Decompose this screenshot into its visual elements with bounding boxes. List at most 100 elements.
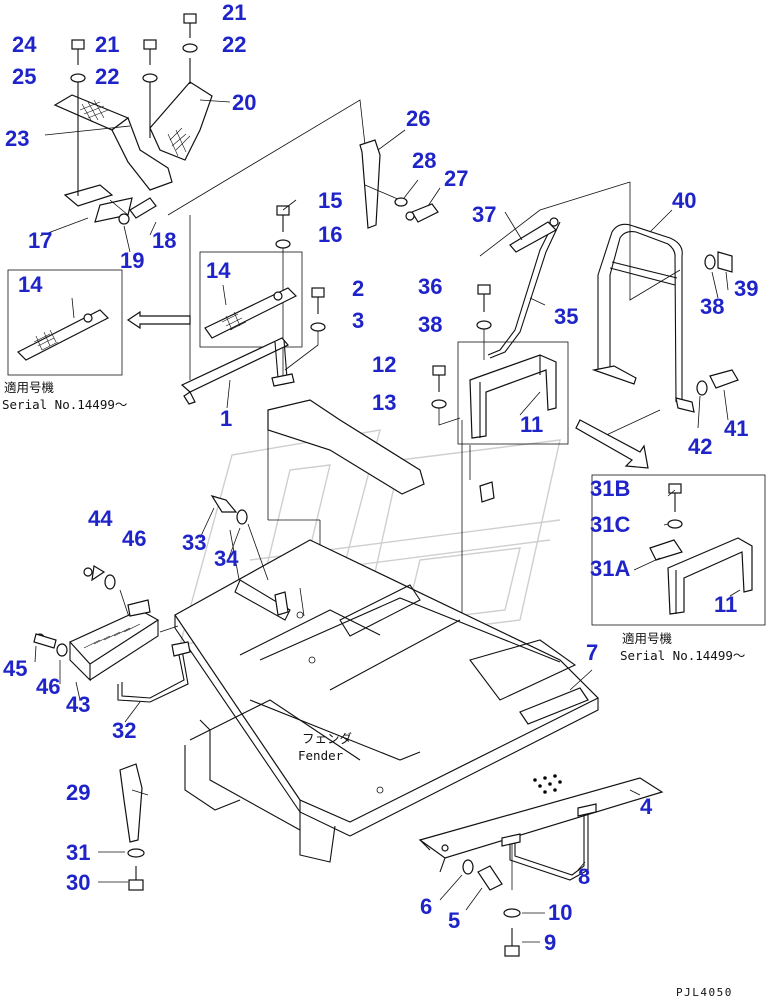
bolt-9 [504, 928, 520, 957]
callout-31: 31 [66, 840, 90, 865]
callout-7: 7 [586, 640, 598, 665]
callout-11a: 11 [520, 412, 543, 437]
callout-21a: 21 [222, 0, 246, 25]
callout-38b: 38 [700, 294, 724, 319]
callout-39: 39 [734, 276, 758, 301]
callout-19: 19 [120, 248, 144, 273]
callout-14a: 14 [18, 272, 43, 297]
callout-31A: 31A [590, 556, 630, 581]
arrow-left [126, 310, 191, 330]
callout-28: 28 [412, 148, 436, 173]
callout-42: 42 [688, 434, 712, 459]
callout-6: 6 [420, 894, 432, 919]
applicable-note-right: 適用号機 [622, 631, 673, 646]
step-32 [117, 641, 191, 703]
guard-11-upper [457, 341, 569, 445]
callout-22a: 22 [222, 32, 246, 57]
callout-46b: 46 [36, 674, 60, 699]
callout-10: 10 [548, 900, 572, 925]
callout-26: 26 [406, 106, 430, 131]
callout-29: 29 [66, 780, 90, 805]
bolt-12 [432, 365, 446, 392]
applicable-note-left: 適用号機 [4, 380, 55, 395]
callout-24: 24 [12, 32, 37, 57]
washer-22b [142, 73, 158, 83]
leaders-misc [34, 129, 741, 943]
callout-43: 43 [66, 692, 90, 717]
callout-20: 20 [232, 90, 256, 115]
callout-16: 16 [318, 222, 342, 247]
callout-9: 9 [544, 930, 556, 955]
callout-25: 25 [12, 64, 36, 89]
callout-35: 35 [554, 304, 578, 329]
washer-16 [275, 239, 291, 249]
bolt-21a [183, 13, 197, 38]
detail-box-center [199, 251, 303, 348]
bracket-29 [119, 763, 145, 891]
cover-4 [418, 774, 664, 873]
pin-frame [274, 591, 289, 616]
detail-box-right [591, 474, 766, 626]
step-assembly [53, 13, 213, 225]
washer-22a [182, 43, 198, 53]
callout-34: 34 [214, 546, 239, 571]
washer-6 [462, 859, 474, 875]
rod-35 [487, 217, 561, 359]
callout-30: 30 [66, 870, 90, 895]
washer-38a [476, 320, 492, 330]
bolt-36 [477, 284, 491, 312]
bolt-5 [477, 865, 503, 891]
fender-label-en: Fender [298, 748, 344, 763]
callout-21b: 21 [95, 32, 119, 57]
callouts: 21 22 24 21 25 22 20 23 26 28 27 37 40 1… [3, 0, 758, 955]
callout-11b: 11 [714, 592, 737, 617]
callout-14b: 14 [206, 258, 231, 283]
callout-2: 2 [352, 276, 364, 301]
callout-27: 27 [444, 166, 468, 191]
bolt-33 [210, 494, 238, 513]
callout-33: 33 [182, 530, 206, 555]
washer-3 [310, 322, 326, 332]
callout-40: 40 [672, 188, 696, 213]
washer-10 [503, 908, 521, 918]
washer-34 [236, 509, 248, 525]
callout-15: 15 [318, 188, 342, 213]
callout-8: 8 [578, 864, 590, 889]
washer-13 [431, 399, 447, 409]
bracket-26 [359, 139, 439, 229]
fender-label-jp: フェンダ [302, 731, 352, 746]
step-mesh [79, 99, 191, 157]
callout-17: 17 [28, 228, 52, 253]
callout-4: 4 [640, 794, 653, 819]
bolt-18 [118, 197, 157, 225]
callout-13: 13 [372, 390, 396, 415]
callout-32: 32 [112, 718, 136, 743]
leader-1 [226, 379, 231, 409]
callout-5: 5 [448, 908, 460, 933]
leader-43-frame [159, 625, 179, 633]
callout-41: 41 [724, 416, 748, 441]
bolt-2 [311, 287, 325, 314]
callout-3: 3 [352, 308, 364, 333]
serial-note-right: Serial No.14499～ [620, 648, 745, 663]
callout-31C: 31C [590, 512, 630, 537]
bolt-21b [143, 39, 157, 65]
callout-22b: 22 [95, 64, 119, 89]
arrow-down-right [575, 419, 649, 469]
callout-37: 37 [472, 202, 496, 227]
callout-23: 23 [5, 126, 29, 151]
leaders-step [39, 99, 231, 253]
serial-note-left: Serial No.14499～ [2, 397, 127, 412]
bolt-24 [71, 39, 85, 65]
callout-31B: 31B [590, 476, 630, 501]
callout-12: 12 [372, 352, 396, 377]
step-43 [33, 565, 160, 682]
washer-25 [70, 73, 86, 83]
main-frame [174, 399, 600, 863]
step-8 [501, 803, 597, 881]
bolt-15 [276, 205, 290, 232]
pin-guard [479, 481, 495, 503]
support-1 [180, 337, 295, 405]
callout-38a: 38 [418, 312, 442, 337]
